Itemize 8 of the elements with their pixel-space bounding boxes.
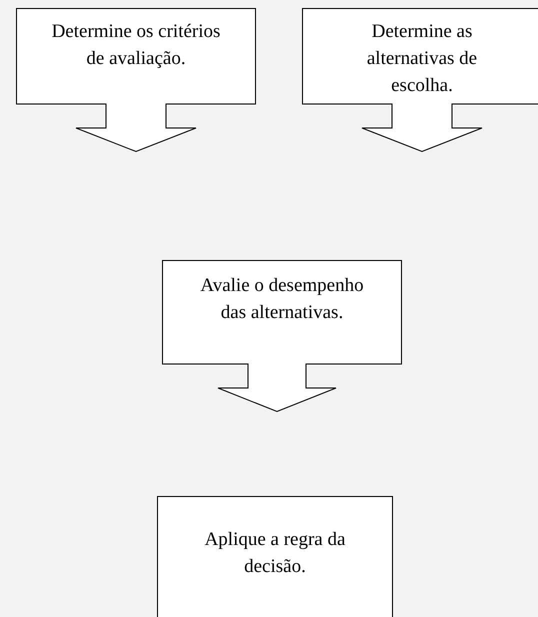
callout-text: Aplique a regra da decisão.: [204, 528, 346, 579]
callout-text: Determine as alternativas de escolha.: [366, 20, 478, 98]
down-arrow-callout: [16, 8, 256, 152]
callout-text: Avalie o desempenho das alternativas.: [199, 274, 365, 325]
down-arrow-callout: [162, 260, 402, 412]
down-arrow-callout: [302, 8, 538, 152]
callout-text: Determine os critérios de avaliação.: [50, 20, 222, 71]
process-box: [157, 496, 393, 617]
